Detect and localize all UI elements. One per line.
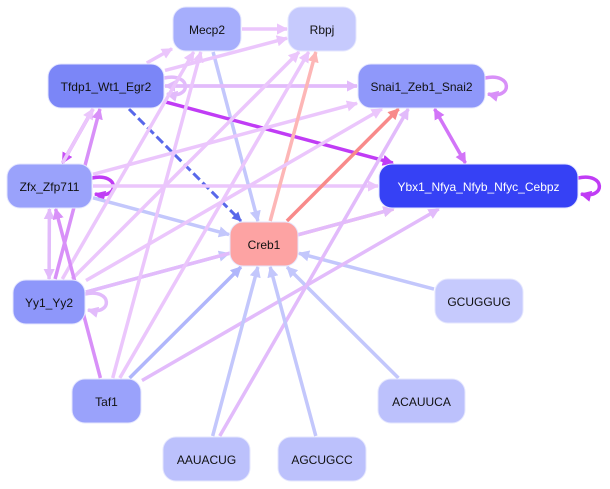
node-label: Yy1_Yy2 [25, 296, 73, 310]
node-label: AGCUGCC [291, 453, 353, 467]
node-label: AAUACUG [177, 453, 236, 467]
node-mecp2[interactable]: Mecp2 [172, 6, 242, 52]
edge-snai1-zeb1-snai2-to-snai1-zeb1-snai2 [484, 75, 509, 102]
node-box[interactable] [12, 279, 86, 325]
edge-ybx1-nfya-nfyb-nfyc-cebpz-to-ybx1-nfya-nfyb-nfyc-cebpz [577, 175, 602, 202]
edge-yy1-yy2-to-snai1-zeb1-snai2 [85, 107, 383, 283]
edge-yy1-yy2-to-yy1-yy2 [84, 291, 109, 318]
node-box[interactable] [287, 6, 357, 52]
node-box[interactable] [378, 163, 579, 209]
node-creb1[interactable]: Creb1 [229, 221, 299, 267]
node-ybx1-nfya-nfyb-nfyc-cebpz[interactable]: Ybx1_Nfya_Nfyb_Nfyc_Cebpz [378, 163, 579, 209]
node-label: Taf1 [95, 395, 118, 409]
node-label: Ybx1_Nfya_Nfyb_Nfyc_Cebpz [397, 180, 559, 194]
node-label: Creb1 [248, 238, 281, 252]
node-agcugcc[interactable]: AGCUGCC [277, 436, 367, 482]
node-yy1-yy2[interactable]: Yy1_Yy2 [12, 279, 86, 325]
node-box[interactable] [357, 63, 486, 109]
edge-aauacug-to-snai1-zeb1-snai2 [218, 108, 410, 437]
edge-snai1-zeb1-snai2-to-ybx1-nfya-nfyb-nfyc-cebpz [433, 108, 467, 164]
node-taf1[interactable]: Taf1 [71, 378, 142, 424]
edge-tfdp1-wt1-egr2-to-mecp2 [145, 47, 173, 65]
node-box[interactable] [277, 436, 367, 482]
node-box[interactable] [172, 6, 242, 52]
node-box[interactable] [47, 63, 165, 109]
node-box[interactable] [6, 163, 93, 209]
node-gcuggug[interactable]: GCUGGUG [434, 278, 524, 324]
node-label: Tfdp1_Wt1_Egr2 [61, 80, 152, 94]
node-label: Snai1_Zeb1_Snai2 [370, 80, 472, 94]
edge-agcugcc-to-creb1 [267, 265, 318, 437]
edge-creb1-to-snai1-zeb1-snai2 [285, 107, 400, 223]
edge-acauuca-to-creb1 [285, 265, 400, 380]
edge-taf1-to-rbpj [118, 51, 311, 379]
node-box[interactable] [377, 378, 466, 424]
node-label: ACAUUCA [392, 395, 451, 409]
node-zfx-zfp711[interactable]: Zfx_Zfp711 [6, 163, 93, 209]
edge-yy1-yy2-to-mecp2 [60, 51, 196, 280]
node-box[interactable] [434, 278, 524, 324]
node-label: Zfx_Zfp711 [20, 180, 80, 194]
node-box[interactable] [71, 378, 142, 424]
edge-gcuggug-to-creb1 [297, 250, 435, 291]
edge-taf1-to-mecp2 [111, 50, 204, 379]
node-label: Mecp2 [189, 23, 225, 37]
edge-aauacug-to-creb1 [210, 265, 261, 437]
node-aauacug[interactable]: AAUACUG [162, 436, 251, 482]
edge-taf1-to-ybx1-nfya-nfyb-nfyc-cebpz [141, 207, 440, 382]
node-box[interactable] [229, 221, 299, 267]
node-tfdp1-wt1-egr2[interactable]: Tfdp1_Wt1_Egr2 [47, 63, 165, 109]
edge-zfx-zfp711-to-snai1-zeb1-snai2 [92, 100, 359, 176]
edge-yy1-yy2-to-rbpj [70, 50, 301, 281]
edge-creb1-to-rbpj [268, 50, 319, 222]
node-acauuca[interactable]: ACAUUCA [377, 378, 466, 424]
node-label: Rbpj [310, 23, 335, 37]
node-snai1-zeb1-snai2[interactable]: Snai1_Zeb1_Snai2 [357, 63, 486, 109]
edge-zfx-zfp711-to-tfdp1-wt1-egr2 [60, 108, 95, 164]
node-label: GCUGGUG [447, 295, 510, 309]
node-box[interactable] [162, 436, 251, 482]
node-rbpj[interactable]: Rbpj [287, 6, 357, 52]
edge-taf1-to-creb1 [128, 265, 243, 380]
